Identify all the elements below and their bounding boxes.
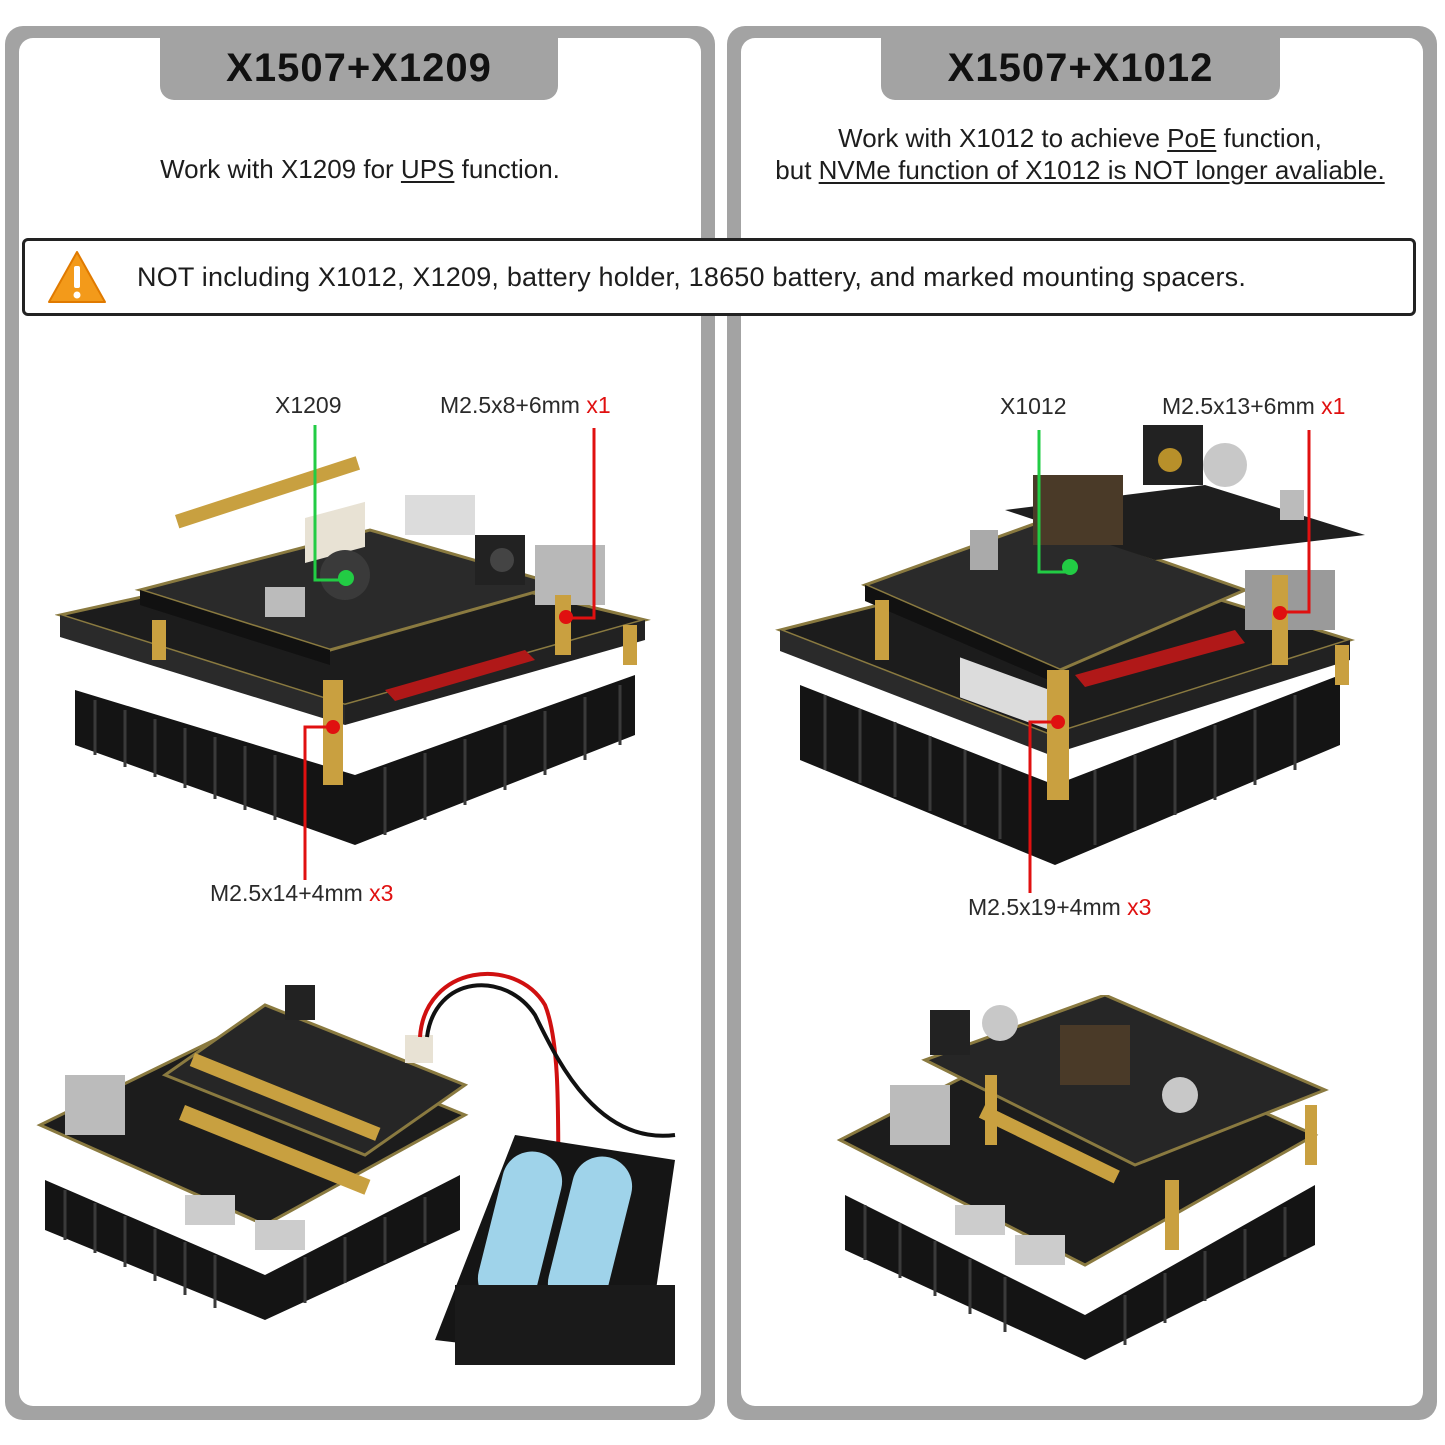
ups-link-text: UPS bbox=[400, 154, 455, 184]
right-subtitle-line1: Work with X1012 to achieve bbox=[838, 123, 1168, 153]
right-title: X1507+X1012 bbox=[881, 36, 1280, 100]
right-top-spacer-spec: M2.5x13+6mm bbox=[1162, 393, 1322, 419]
left-top-spacer-label: M2.5x8+6mm x1 bbox=[440, 392, 611, 419]
x1507-x1209-assembly-image bbox=[55, 456, 651, 845]
right-bottom-spacer-label: M2.5x19+4mm x3 bbox=[968, 894, 1151, 921]
right-subtitle: Work with X1012 to achieve PoE function,… bbox=[745, 122, 1415, 186]
left-subtitle: Work with X1209 for UPS function. bbox=[40, 153, 680, 185]
poe-link-text: PoE bbox=[1167, 123, 1217, 153]
right-bottom-spacer-qty: x3 bbox=[1127, 894, 1152, 920]
left-top-spacer-qty: x1 bbox=[586, 392, 611, 418]
right-callout-lines bbox=[1028, 430, 1311, 893]
left-bottom-spacer-spec: M2.5x14+4mm bbox=[210, 880, 370, 906]
x1209-battery-assembly-image bbox=[36, 971, 676, 1365]
right-subtitle-line1-end: function, bbox=[1216, 123, 1322, 153]
right-top-spacer-qty: x1 bbox=[1321, 393, 1346, 419]
left-bottom-spacer-label: M2.5x14+4mm x3 bbox=[210, 880, 393, 907]
notice-bar: NOT including X1012, X1209, battery hold… bbox=[22, 238, 1416, 316]
left-subtitle-text: Work with X1209 for bbox=[160, 154, 401, 184]
x1507-x1012-assembly-image bbox=[775, 425, 1365, 865]
x1012-assembly-top-view-image bbox=[836, 995, 1329, 1360]
right-top-spacer-label: M2.5x13+6mm x1 bbox=[1162, 393, 1345, 420]
x1012-label: X1012 bbox=[1000, 393, 1067, 419]
right-subtitle-line2: but bbox=[775, 155, 819, 185]
notice-text: NOT including X1012, X1209, battery hold… bbox=[137, 261, 1247, 292]
right-bottom-spacer-spec: M2.5x19+4mm bbox=[968, 894, 1128, 920]
warning-triangle-icon bbox=[48, 251, 106, 303]
left-callout-lines bbox=[303, 425, 596, 880]
left-subtitle-end: function. bbox=[454, 154, 560, 184]
left-title: X1507+X1209 bbox=[160, 36, 558, 100]
x1209-label: X1209 bbox=[275, 392, 342, 418]
left-bottom-spacer-qty: x3 bbox=[369, 880, 394, 906]
nvme-note-text: NVMe function of X1012 is NOT longer ava… bbox=[818, 155, 1385, 185]
left-top-spacer-spec: M2.5x8+6mm bbox=[440, 392, 587, 418]
